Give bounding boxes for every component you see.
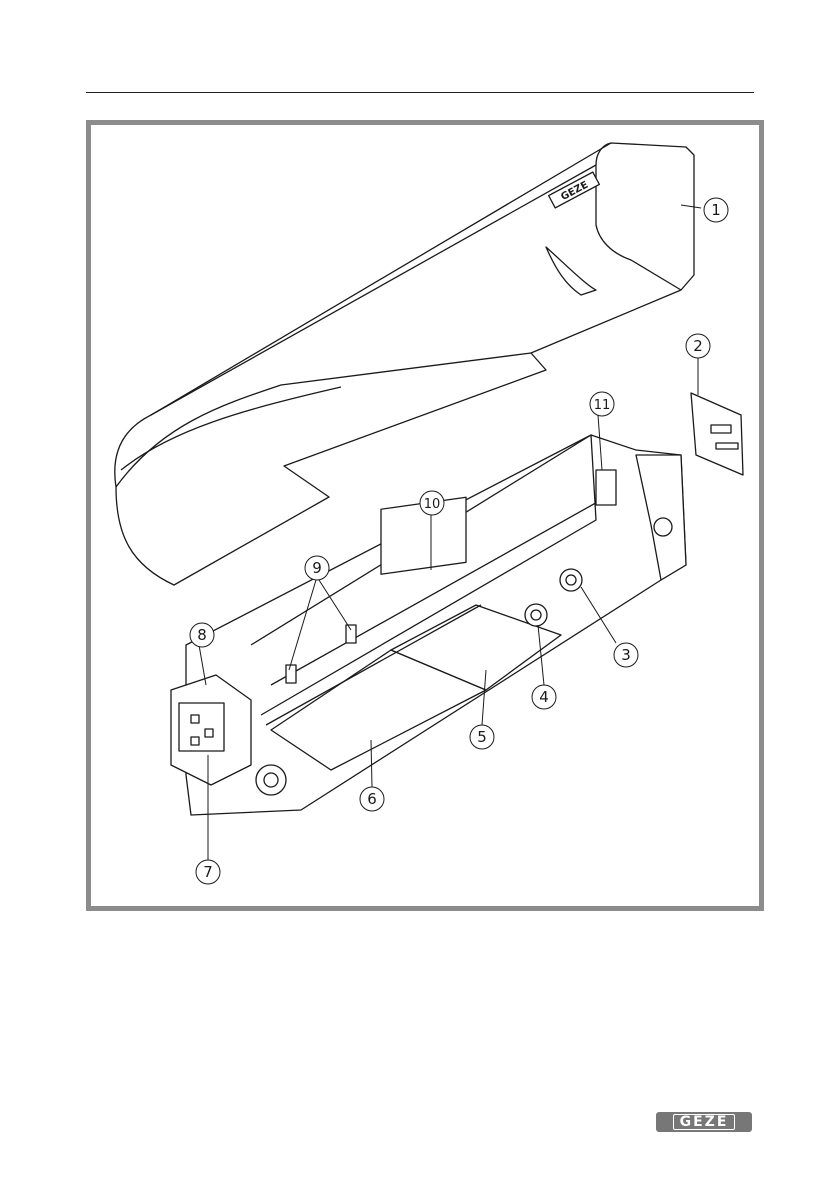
callout-8: 8: [197, 626, 207, 644]
header-rule: [86, 92, 754, 93]
gear-wheel: [256, 765, 286, 795]
callout-9: 9: [312, 559, 322, 577]
callout-5: 5: [477, 728, 487, 746]
callout-2: 2: [693, 337, 703, 355]
brand-logo: GEZE: [656, 1112, 752, 1132]
callout-11: 11: [594, 398, 611, 413]
callout-4: 4: [539, 688, 549, 706]
connector-7: [179, 703, 224, 751]
board-2: [691, 393, 743, 475]
drive-unit-drawing: GEZE: [91, 125, 759, 906]
clip-9a: [286, 665, 296, 683]
knob-4: [525, 604, 547, 626]
callout-7: 7: [203, 863, 213, 881]
callout-1: 1: [711, 201, 721, 219]
exploded-view-figure: GEZE: [86, 120, 764, 911]
callout-3: 3: [621, 646, 631, 664]
knob-3: [560, 569, 582, 591]
brand-logo-text: GEZE: [680, 1115, 729, 1129]
clip-9b: [346, 625, 356, 643]
sensor-11: [596, 470, 616, 505]
callout-6: 6: [367, 790, 377, 808]
callout-10: 10: [424, 497, 441, 512]
